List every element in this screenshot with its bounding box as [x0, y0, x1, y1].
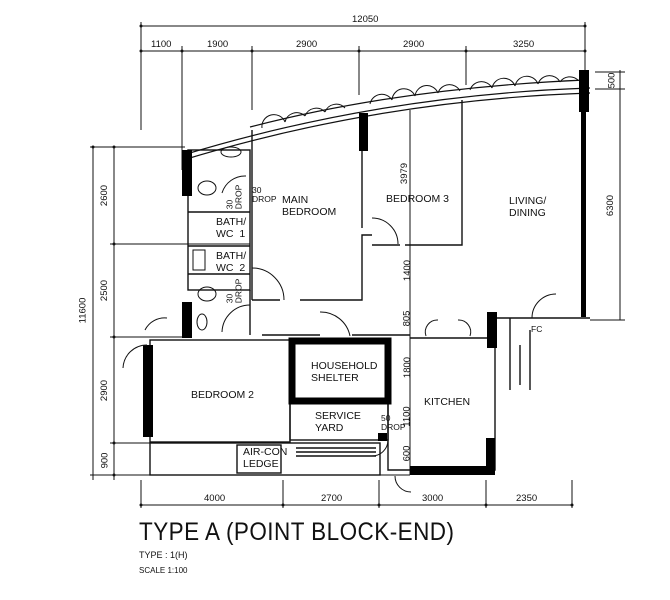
dim-kitchen-1800: 1800 [402, 356, 414, 379]
dim-right-1: 500 [606, 72, 618, 89]
dim-left-2: 2500 [99, 279, 111, 302]
room-household-shelter: HOUSEHOLD SHELTER [311, 360, 378, 384]
dim-bottom-1: 4000 [204, 493, 226, 504]
dim-bottom-3: 3000 [422, 493, 444, 504]
note-30-drop-bath1: 30 DROP [224, 184, 244, 210]
room-main-bedroom: MAIN BEDROOM [282, 194, 337, 218]
room-bath-wc-2: BATH/ WC 2 [216, 250, 247, 274]
dim-top-1: 1100 [151, 39, 172, 50]
dim-right-2: 6300 [605, 194, 617, 217]
note-50-drop: 50 DROP [381, 413, 406, 432]
room-kitchen: KITCHEN [424, 396, 471, 408]
drawing-title: TYPE A (POINT BLOCK-END) [139, 518, 455, 546]
dim-bottom-4: 2350 [516, 493, 538, 504]
dim-left-3: 2900 [99, 379, 111, 402]
dim-top-4: 2900 [403, 39, 425, 50]
note-fc: FC [531, 324, 543, 334]
note-30-drop-bath2: 30 DROP [224, 278, 244, 304]
dim-top-overall: 12050 [352, 14, 379, 25]
dim-top-2: 1900 [207, 39, 229, 50]
room-aircon-ledge: AIR-CON LEDGE [243, 446, 288, 470]
dim-kitchen-600: 600 [401, 445, 413, 462]
dim-left-1: 2600 [99, 184, 111, 207]
room-service-yard: SERVICE YARD [315, 410, 361, 434]
dim-bedroom3-depth: 3979 [399, 162, 411, 185]
dim-passage: 805 [401, 310, 413, 327]
drawing-scale: SCALE 1:100 [139, 566, 188, 575]
room-bath-wc-1: BATH/ WC 1 [216, 216, 247, 240]
room-living-dining: LIVING/ DINING [509, 195, 547, 219]
dim-top-5: 3250 [513, 39, 535, 50]
dim-left-4: 900 [99, 452, 111, 469]
dim-top-3: 2900 [296, 39, 318, 50]
dim-corridor: 1400 [402, 259, 414, 282]
room-bedroom-3: BEDROOM 3 [386, 193, 450, 205]
dim-left-overall: 11600 [77, 297, 89, 324]
note-30-drop-main: 30 DROP [252, 185, 277, 204]
room-bedroom-2: BEDROOM 2 [191, 389, 255, 401]
drawing-type: TYPE : 1(H) [139, 550, 188, 560]
dim-bottom-2: 2700 [321, 493, 343, 504]
